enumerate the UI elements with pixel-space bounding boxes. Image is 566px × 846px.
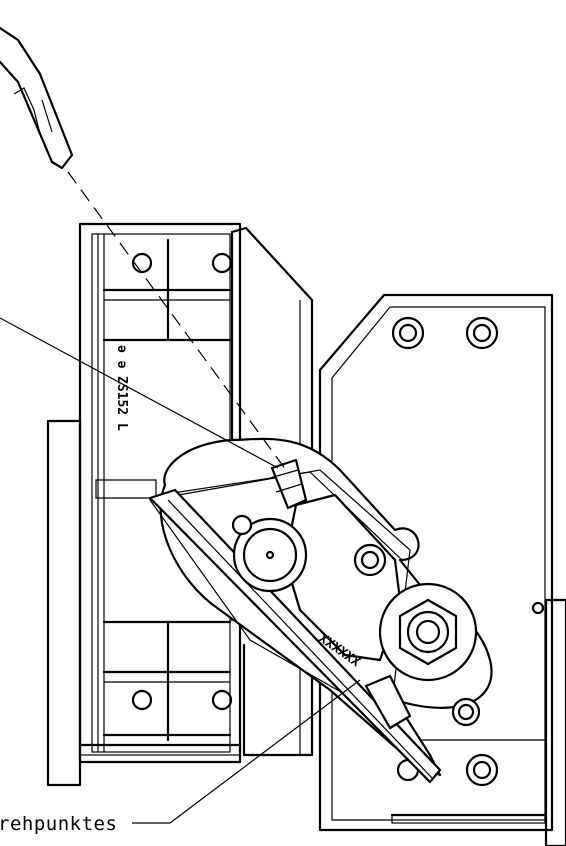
part-number: ZS152 L: [114, 376, 129, 431]
part-number-label: ǝ ǝ ZS152 L: [114, 345, 129, 431]
pivot-right: [378, 582, 478, 682]
left-hatched-wall: [46, 419, 82, 787]
leader-line-upper: [0, 317, 279, 469]
door-plate-right: [318, 293, 554, 832]
screw-axis-line: [67, 171, 287, 471]
adjustment-screw: [269, 458, 412, 730]
part-prefix: ǝ ǝ: [114, 345, 129, 369]
hinge-small-holes: [353, 543, 481, 727]
pivot-point-callout-label: rehpunktes: [0, 813, 117, 835]
pivot-left: [231, 514, 308, 593]
right-hatched-wall: [544, 598, 566, 846]
hinge-frame-left: [78, 222, 242, 764]
leader-line-lower: [132, 679, 361, 824]
hinge-arm: [148, 488, 442, 784]
screwdriver-icon: [0, 26, 74, 170]
